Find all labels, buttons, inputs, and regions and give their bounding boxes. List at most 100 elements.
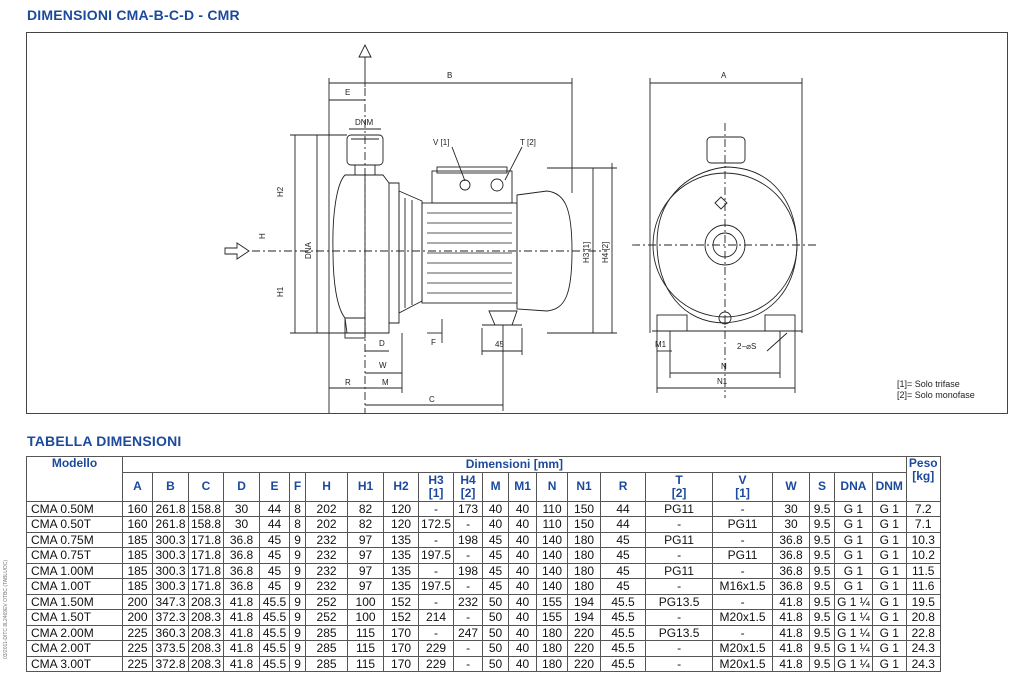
label-A: A — [721, 71, 727, 80]
header-col-b: B — [152, 471, 189, 502]
technical-drawing: B E DNM V [1] T [2] H2 H H1 DNA H3 [1] H… — [26, 32, 1008, 414]
header-col-label: A — [133, 479, 142, 493]
value-cell: 36.8 — [772, 531, 811, 548]
value-cell: 9.5 — [809, 531, 836, 548]
value-cell: G 1 — [871, 500, 907, 517]
header-col-dna: DNA — [834, 471, 873, 502]
value-cell: PG13.5 — [645, 593, 714, 610]
value-cell: 45.5 — [600, 655, 647, 672]
value-cell: 200 — [122, 593, 153, 610]
header-col-note: [1] — [735, 485, 750, 500]
value-cell: 24.3 — [905, 640, 941, 657]
value-cell: 44 — [600, 500, 647, 517]
header-peso-label: Peso — [908, 456, 938, 470]
header-col-e: E — [259, 471, 291, 502]
header-col-label: S — [818, 479, 827, 493]
value-cell: 180 — [567, 578, 602, 595]
value-cell: 150 — [567, 500, 602, 517]
value-cell: 158.8 — [187, 516, 225, 533]
table-title: TABELLA DIMENSIONI — [27, 433, 182, 449]
label-V1: V [1] — [433, 138, 449, 147]
terminal-box — [431, 170, 513, 204]
model-cell: CMA 3.00T — [26, 655, 123, 672]
value-cell: 220 — [567, 655, 602, 672]
value-cell: 135 — [383, 547, 420, 564]
header-peso-unit: [kg] — [912, 469, 935, 483]
value-cell: 300.3 — [152, 531, 189, 548]
header-col-label: H2 — [393, 479, 409, 493]
header-col-label: F — [293, 479, 302, 493]
value-cell: 8 — [289, 516, 307, 533]
value-cell: 97 — [347, 547, 385, 564]
value-cell: 150 — [567, 516, 602, 533]
value-cell: 8 — [289, 500, 307, 517]
value-cell: 10.3 — [905, 531, 941, 548]
value-cell: 120 — [383, 500, 420, 517]
value-cell: 300.3 — [152, 578, 189, 595]
value-cell: 45 — [259, 531, 291, 548]
value-cell: 9.5 — [809, 609, 836, 626]
value-cell: G 1 — [834, 578, 873, 595]
value-cell: 171.8 — [187, 562, 225, 579]
header-col-m1: M1 — [508, 471, 538, 502]
label-W: W — [379, 361, 387, 370]
value-cell: 171.8 — [187, 578, 225, 595]
header-col-f: F — [289, 471, 307, 502]
value-cell: G 1 — [871, 640, 907, 657]
header-col-label: H4 — [460, 472, 476, 487]
value-cell: G 1 — [871, 609, 907, 626]
label-D: D — [379, 339, 385, 348]
pump-foot — [344, 317, 366, 339]
header-peso: Peso[kg] — [905, 456, 941, 502]
value-cell: 261.8 — [152, 516, 189, 533]
legend: [1]= Solo trifase [2]= Solo monofase — [897, 379, 975, 401]
value-cell: 160 — [122, 500, 153, 517]
value-cell: 208.3 — [187, 593, 225, 610]
value-cell: 41.8 — [223, 624, 261, 641]
value-cell: 285 — [305, 640, 349, 657]
value-cell: 9 — [289, 655, 307, 672]
value-cell: 41.8 — [223, 640, 261, 657]
value-cell: 44 — [259, 500, 291, 517]
value-cell: 45.5 — [259, 624, 291, 641]
motor-foot — [488, 310, 518, 326]
value-cell: 247 — [453, 624, 484, 641]
header-col-h1: H1 — [347, 471, 385, 502]
value-cell: 45 — [600, 547, 647, 564]
value-cell: 9 — [289, 640, 307, 657]
header-col-t: T[2] — [645, 471, 714, 502]
label-N1: N1 — [717, 377, 728, 386]
value-cell: 9.5 — [809, 624, 836, 641]
header-col-label: DNA — [840, 479, 867, 493]
value-cell: G 1 — [871, 655, 907, 672]
value-cell: - — [453, 516, 484, 533]
value-cell: 40 — [508, 624, 538, 641]
value-cell: - — [645, 609, 714, 626]
value-cell: 9.5 — [809, 578, 836, 595]
value-cell: 229 — [418, 655, 455, 672]
model-cell: CMA 1.50M — [26, 593, 123, 610]
value-cell: M20x1.5 — [712, 609, 774, 626]
header-col-label: H — [322, 479, 331, 493]
value-cell: 198 — [453, 531, 484, 548]
value-cell: - — [418, 593, 455, 610]
value-cell: M20x1.5 — [712, 640, 774, 657]
header-col-n: N — [536, 471, 569, 502]
value-cell: 170 — [383, 624, 420, 641]
value-cell: 202 — [305, 516, 349, 533]
value-cell: 140 — [536, 531, 569, 548]
value-cell: 140 — [536, 562, 569, 579]
value-cell: 40 — [508, 516, 538, 533]
value-cell: 198 — [453, 562, 484, 579]
value-cell: G 1 — [871, 624, 907, 641]
header-col-label: H3 — [428, 472, 444, 487]
value-cell: 173 — [453, 500, 484, 517]
value-cell: 285 — [305, 624, 349, 641]
label-DNM: DNM — [355, 118, 374, 127]
header-col-label: D — [237, 479, 246, 493]
value-cell: 9.5 — [809, 655, 836, 672]
label-T2: T [2] — [520, 138, 536, 147]
header-col-a: A — [122, 471, 153, 502]
